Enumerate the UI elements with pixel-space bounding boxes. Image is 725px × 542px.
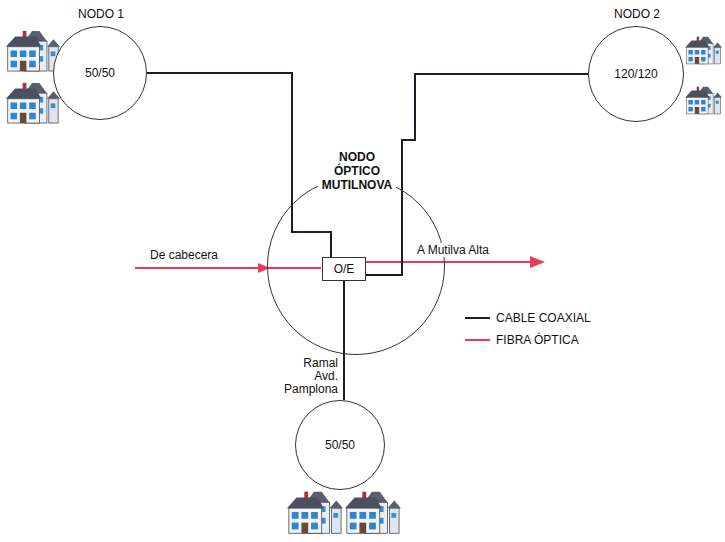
edge-label: Ramal Avd. Pamplona <box>280 357 340 396</box>
fiber-line <box>359 261 532 263</box>
houses-icon <box>685 37 722 64</box>
houses-icon <box>6 31 60 71</box>
node-heading: NODO 1 <box>51 7 151 21</box>
node-circle: 50/50 <box>295 400 385 490</box>
arrow-label: De cabecera <box>148 248 220 262</box>
coax-connector <box>366 74 588 275</box>
node-value: 50/50 <box>296 438 384 452</box>
coax-connector <box>343 281 345 400</box>
node-value: 50/50 <box>54 66 146 80</box>
node-value: 120/120 <box>589 67 683 81</box>
legend-text: CABLE COAXIAL <box>494 311 593 325</box>
coax-connector <box>147 73 331 257</box>
optical-node-circle: NODO ÓPTICO MUTILNOVAO/E <box>267 177 445 355</box>
legend-text: FIBRA ÓPTICA <box>494 333 581 347</box>
houses-icon <box>287 492 343 534</box>
fiber-line <box>135 267 321 269</box>
arrow-head <box>530 256 545 268</box>
legend-sample <box>465 317 490 319</box>
node-circle: NODO 2120/120 <box>588 26 684 122</box>
houses-icon <box>685 87 722 114</box>
node-value: O/E <box>323 262 365 276</box>
houses-icon <box>345 492 401 534</box>
arrow-head <box>258 263 270 273</box>
converter-box: O/E <box>322 257 366 281</box>
node-heading: NODO 2 <box>587 7 687 21</box>
legend-sample <box>465 339 490 341</box>
node-heading: NODO ÓPTICO MUTILNOVA <box>318 150 396 192</box>
node-circle: NODO 150/50 <box>53 26 147 120</box>
arrow-label: A Mutilva Alta <box>415 243 491 257</box>
houses-icon <box>6 83 60 123</box>
